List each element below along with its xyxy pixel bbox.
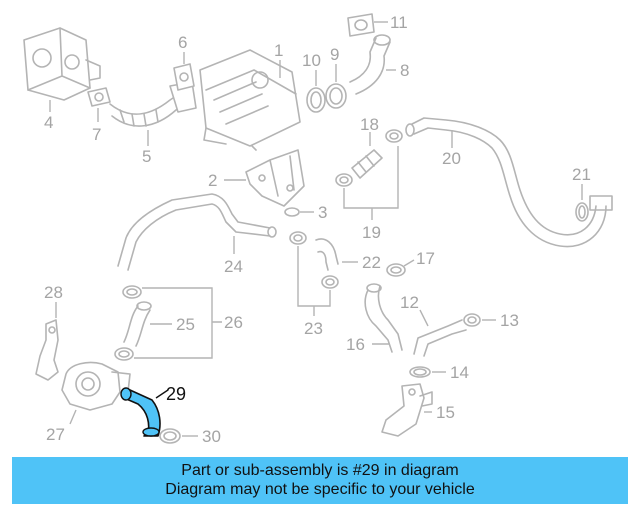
callout-18: 18: [360, 115, 379, 134]
callout-26: 26: [224, 313, 243, 332]
callout-9: 9: [330, 45, 339, 64]
callout-22: 22: [362, 253, 381, 272]
part-24-coolant-pipe: [117, 193, 277, 271]
part-8-hose: [349, 34, 396, 95]
callout-6: 6: [178, 33, 187, 52]
callout-27: 27: [46, 425, 65, 444]
part-19-clamp-left: [335, 173, 353, 187]
part-4-egr-valve: [23, 27, 101, 112]
callout-16: 16: [346, 335, 365, 354]
callout-8: 8: [400, 61, 409, 80]
banner-line-part: Part or sub-assembly is #29 in diagram: [181, 462, 459, 479]
part-26-bracket-line: [134, 287, 222, 359]
part-3-washer: [284, 207, 314, 217]
callout-19: 19: [362, 223, 381, 242]
callout-29: 29: [166, 384, 186, 404]
callout-12: 12: [400, 293, 419, 312]
part-25-hose: [123, 301, 172, 347]
part-6-gasket: [173, 52, 195, 91]
part-23-clamp-upper: [289, 231, 307, 245]
callout-1: 1: [274, 41, 283, 60]
info-banner: Part or sub-assembly is #29 in diagram D…: [12, 457, 628, 504]
part-14-clamp: [409, 366, 446, 378]
part-23-bracket-line: [297, 246, 331, 316]
part-26-clamp-lower: [114, 347, 134, 361]
callout-5: 5: [142, 147, 151, 166]
part-11-gasket: [347, 13, 388, 37]
part-16-hose: [364, 283, 403, 353]
part-1-egr-cooler: [199, 49, 301, 151]
part-17-clamp: [386, 259, 415, 277]
callout-3: 3: [318, 203, 327, 222]
callout-15: 15: [436, 403, 455, 422]
part-5-egr-pipe: [109, 81, 197, 146]
parts-diagram: 1 2 3 4 5 6 7 8 9 10 11 12 13 14 15 16 1…: [23, 13, 613, 446]
callout-30: 30: [202, 427, 221, 446]
callout-2: 2: [208, 171, 217, 190]
part-18-hose: [351, 132, 383, 179]
callout-14: 14: [450, 363, 469, 382]
part-15-flange: [381, 383, 433, 437]
part-19-clamp-right: [385, 129, 403, 143]
callout-4: 4: [44, 113, 53, 132]
part-30-clamp: [159, 428, 198, 444]
part-7-gasket: [87, 87, 111, 122]
part-13-clamp: [463, 313, 496, 327]
callout-21: 21: [572, 165, 591, 184]
part-19-bracket-line: [343, 146, 399, 220]
callout-25: 25: [176, 315, 195, 334]
part-28-bracket: [35, 302, 59, 381]
part-10-ring: [306, 70, 326, 113]
part-26-clamp-upper: [122, 285, 142, 299]
part-2-bracket: [224, 149, 305, 207]
callout-11: 11: [390, 13, 408, 32]
callout-20: 20: [442, 149, 461, 168]
part-23-clamp-lower: [321, 275, 339, 289]
part-9-clamp: [325, 64, 347, 109]
part-27-water-pump: [61, 361, 131, 425]
part-20-pipe: [405, 117, 613, 248]
callout-7: 7: [92, 125, 101, 144]
part-12-pipe: [413, 309, 467, 357]
banner-line-disclaimer: Diagram may not be specific to your vehi…: [165, 481, 475, 498]
callout-10: 10: [302, 51, 321, 70]
callout-17: 17: [416, 249, 435, 268]
callout-24: 24: [224, 257, 243, 276]
part-21-oring: [575, 184, 589, 222]
callout-13: 13: [500, 311, 519, 330]
callout-23: 23: [304, 319, 323, 338]
callout-28: 28: [44, 283, 63, 302]
part-29-hose-highlighted: [120, 387, 169, 437]
part-22-hose: [315, 238, 358, 271]
